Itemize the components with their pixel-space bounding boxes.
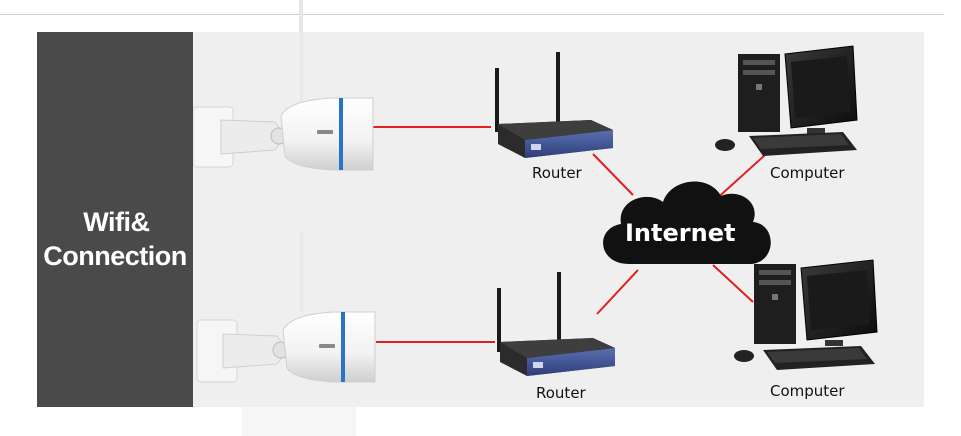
computer-bottom-label: Computer bbox=[770, 382, 845, 400]
internet-label: Internet bbox=[625, 219, 735, 247]
router-top-icon bbox=[495, 52, 613, 158]
camera-mount-overflow bbox=[242, 407, 356, 436]
link-router-bottom-cloud bbox=[596, 269, 639, 315]
router-bottom-label: Router bbox=[536, 384, 587, 402]
network-diagram: Router Router Internet bbox=[193, 32, 878, 402]
camera-bottom-icon bbox=[196, 232, 376, 383]
panel-title-line1: Wifi& bbox=[83, 206, 150, 237]
diagram-canvas: Router Router Internet bbox=[193, 32, 924, 407]
camera-antenna-overflow bbox=[299, 0, 303, 32]
link-router-top-cloud bbox=[592, 153, 634, 196]
top-divider bbox=[0, 14, 944, 15]
computer-top-label: Computer bbox=[770, 164, 845, 182]
camera-top-icon bbox=[193, 32, 374, 171]
router-top-label: Router bbox=[532, 164, 583, 182]
panel-title-line2: Connection bbox=[43, 240, 187, 271]
link-lines bbox=[370, 126, 766, 343]
internet-cloud-icon bbox=[603, 181, 771, 264]
computer-top-icon bbox=[715, 45, 858, 156]
computer-bottom-icon bbox=[734, 259, 878, 370]
link-cloud-computer-top bbox=[712, 154, 766, 203]
side-panel: Wifi& Connection bbox=[37, 32, 193, 407]
router-bottom-icon bbox=[497, 272, 615, 376]
link-cloud-computer-bottom bbox=[712, 264, 754, 303]
panel-title: Wifi& Connection bbox=[43, 205, 187, 273]
